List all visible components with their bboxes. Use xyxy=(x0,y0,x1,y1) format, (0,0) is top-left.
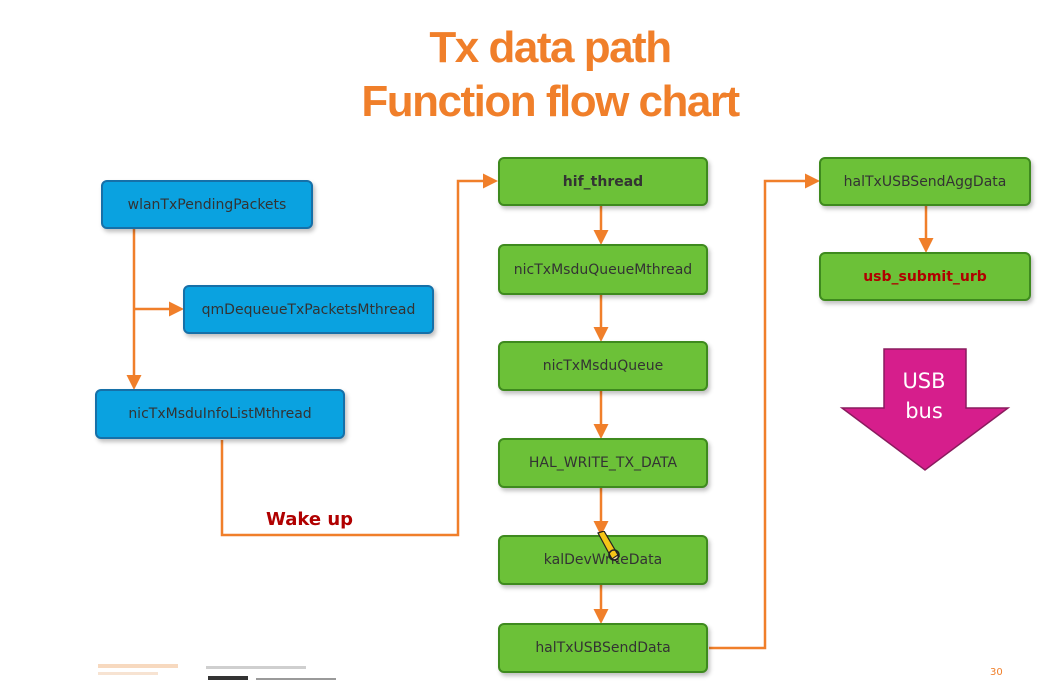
usb-bus-line-1: USB xyxy=(902,369,946,393)
usb-bus-label: USB bus xyxy=(884,366,964,426)
node-hal-tx-usb-send-agg-data: halTxUSBSendAggData xyxy=(819,157,1031,206)
node-qm-dequeue-tx-packets: qmDequeueTxPacketsMthread xyxy=(183,285,434,334)
node-wlan-tx-pending-packets: wlanTxPendingPackets xyxy=(101,180,313,229)
pencil-cursor-icon xyxy=(597,531,620,563)
node-hal-write-tx-data: HAL_WRITE_TX_DATA xyxy=(498,438,708,488)
usb-bus-line-2: bus xyxy=(905,399,943,423)
edge-wakeup xyxy=(220,173,498,537)
usb-bus-arrow xyxy=(839,348,1011,471)
node-nic-tx-msdu-info-list: nicTxMsduInfoListMthread xyxy=(95,389,345,439)
node-kal-dev-write-data: kalDevWriteData xyxy=(498,535,708,585)
edge-usbsend-to-agg xyxy=(709,173,820,650)
title-line-1: Tx data path xyxy=(429,23,672,72)
page-number: 30 xyxy=(990,667,1003,678)
wake-up-label: Wake up xyxy=(266,509,354,530)
title-line-2: Function flow chart xyxy=(361,77,740,126)
node-nic-tx-msdu-queue: nicTxMsduQueue xyxy=(498,341,708,391)
node-hif-thread: hif_thread xyxy=(498,157,708,206)
node-nic-tx-msdu-queue-mthread: nicTxMsduQueueMthread xyxy=(498,244,708,295)
footer-smudge xyxy=(98,664,336,680)
node-usb-submit-urb: usb_submit_urb xyxy=(819,252,1031,301)
node-hal-tx-usb-send-data: halTxUSBSendData xyxy=(498,623,708,673)
